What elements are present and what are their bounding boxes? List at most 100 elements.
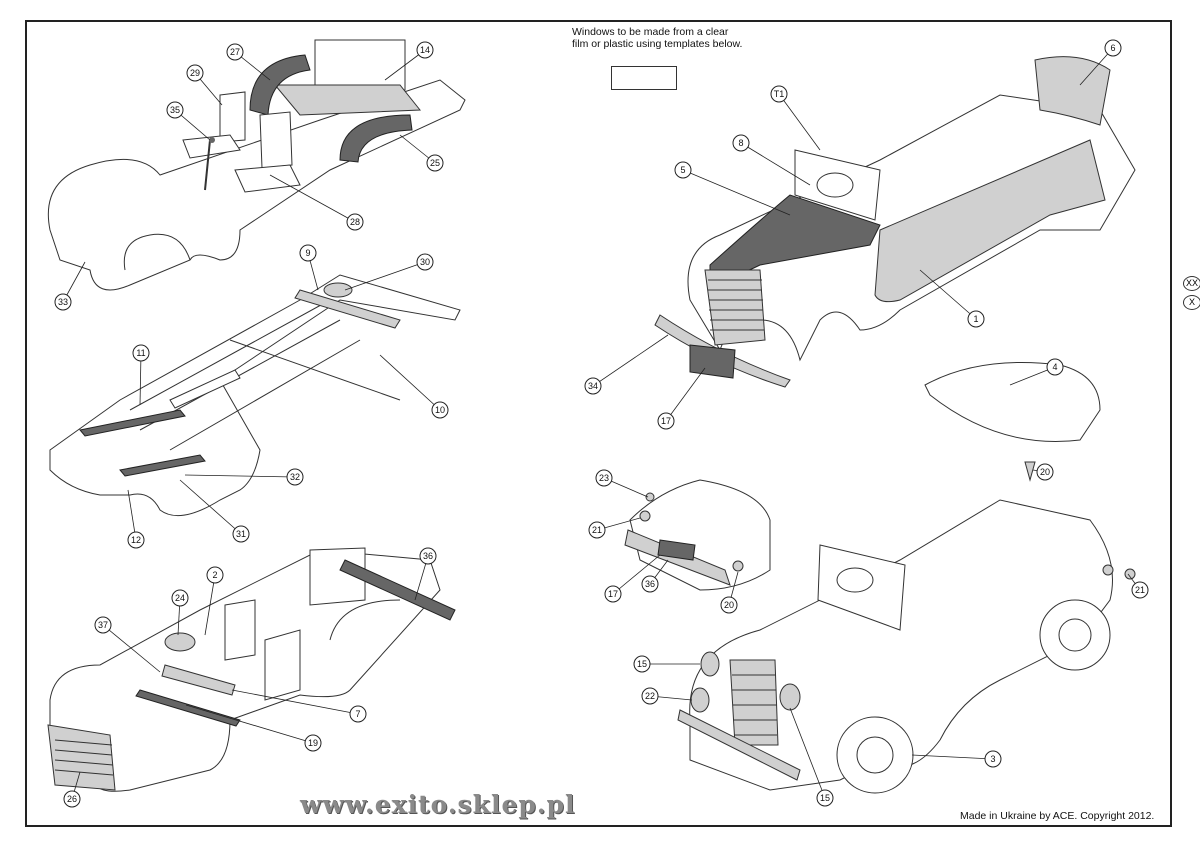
callout-circle <box>770 85 788 103</box>
callout-body-front-1: T1 <box>770 85 821 151</box>
body-front-assembly <box>654 56 1136 482</box>
callout-circle <box>232 525 250 543</box>
callout-interior-0: 2 <box>204 566 224 636</box>
callout-finished-6: 15 <box>633 655 700 673</box>
callout-frame-1: 30 <box>344 253 434 291</box>
part-number: 33 <box>58 297 68 307</box>
leader-line <box>231 689 359 715</box>
leader-line <box>592 334 669 387</box>
callout-circle <box>641 575 659 593</box>
part-number: 6 <box>1110 43 1115 53</box>
callout-circle <box>186 64 204 82</box>
callout-circle <box>595 469 613 487</box>
note-line-1: Windows to be made from a clear <box>572 26 729 38</box>
callout-interior-1: 36 <box>414 547 437 601</box>
leader-line <box>184 474 296 478</box>
callout-body-front-3: 5 <box>674 161 791 216</box>
part-number: 29 <box>190 68 200 78</box>
callout-circle <box>604 585 622 603</box>
callout-circle <box>1104 39 1122 57</box>
leader-line <box>778 93 821 151</box>
callout-circle <box>967 310 985 328</box>
callout-seats-chassis-2: 29 <box>186 64 223 106</box>
part-number: 35 <box>170 105 180 115</box>
watermark: www.exito.sklep.pl <box>300 790 576 819</box>
callout-interior-3: 37 <box>94 616 161 673</box>
leader-line <box>665 367 706 422</box>
part-number: T1 <box>774 89 785 99</box>
callout-circle <box>584 377 602 395</box>
callout-finished-7: 22 <box>641 687 693 705</box>
part-number: 37 <box>98 620 108 630</box>
callout-interior-4: 7 <box>231 689 367 723</box>
part-number: 1 <box>973 314 978 324</box>
callout-circle <box>54 293 72 311</box>
callout-body-front-6: 17 <box>657 367 706 430</box>
part-number: 21 <box>1135 585 1145 595</box>
callout-circle <box>63 790 81 808</box>
part-number: 22 <box>645 691 655 701</box>
interior-assembly <box>47 547 456 792</box>
callout-circle <box>1046 358 1064 376</box>
leader-line <box>740 142 811 186</box>
callout-circle <box>349 705 367 723</box>
part-number: 21 <box>592 525 602 535</box>
callout-finished-4: 20 <box>720 571 739 614</box>
callout-body-front-8: 20 <box>1032 463 1054 481</box>
leader-line <box>379 354 441 411</box>
part-number: 15 <box>637 659 647 669</box>
legend-symbol-xx: XX <box>1183 276 1200 291</box>
callout-finished-9: 3 <box>911 750 1002 768</box>
part-number: 30 <box>420 257 430 267</box>
callout-finished-0: 23 <box>595 469 649 498</box>
callout-circle <box>1036 463 1054 481</box>
legend-symbol-x: X <box>1183 295 1200 310</box>
callout-circle <box>674 161 692 179</box>
callout-seats-chassis-6: 33 <box>54 261 86 311</box>
callout-circle <box>633 655 651 673</box>
part-number: 17 <box>608 589 618 599</box>
callout-frame-5: 12 <box>127 489 145 549</box>
callout-finished-3: 36 <box>641 559 669 593</box>
callout-seats-chassis-1: 14 <box>384 41 434 81</box>
part-number: 34 <box>588 381 598 391</box>
callout-circle <box>206 566 224 584</box>
part-number: 7 <box>355 709 360 719</box>
part-number: 25 <box>430 158 440 168</box>
part-number: 14 <box>420 45 430 55</box>
base-with-seats <box>47 39 466 291</box>
leader-line <box>344 261 426 291</box>
part-number: 4 <box>1052 362 1057 372</box>
part-number: 36 <box>645 579 655 589</box>
callout-circle <box>416 41 434 59</box>
part-number: 32 <box>290 472 300 482</box>
callout-frame-3: 10 <box>379 354 449 419</box>
callout-finished-5: 21 <box>1127 573 1149 599</box>
callout-circle <box>732 134 750 152</box>
leader-line <box>911 754 994 760</box>
leader-line <box>179 479 242 535</box>
part-number: 12 <box>131 535 141 545</box>
chassis-frame <box>49 274 461 517</box>
leader-line <box>185 704 314 744</box>
callout-circle <box>299 244 317 262</box>
part-number: 36 <box>423 551 433 561</box>
part-number: 28 <box>350 217 360 227</box>
callout-circle <box>166 101 184 119</box>
callout-frame-6: 31 <box>179 479 250 543</box>
callout-circle <box>1131 581 1149 599</box>
callout-finished-8: 15 <box>789 707 834 807</box>
callout-circle <box>720 596 738 614</box>
callout-circle <box>641 687 659 705</box>
note-line-2: film or plastic using templates below. <box>572 38 743 50</box>
part-number: 9 <box>305 248 310 258</box>
callout-circle <box>171 589 189 607</box>
copyright-text: Made in Ukraine by ACE. Copyright 2012. <box>960 810 1155 822</box>
part-number: 23 <box>599 473 609 483</box>
part-number: 26 <box>67 794 77 804</box>
callout-frame-0: 9 <box>299 244 319 291</box>
callout-finished-2: 17 <box>604 554 661 603</box>
part-number: 5 <box>680 165 685 175</box>
leader-line <box>269 174 356 223</box>
callout-circle <box>588 521 606 539</box>
